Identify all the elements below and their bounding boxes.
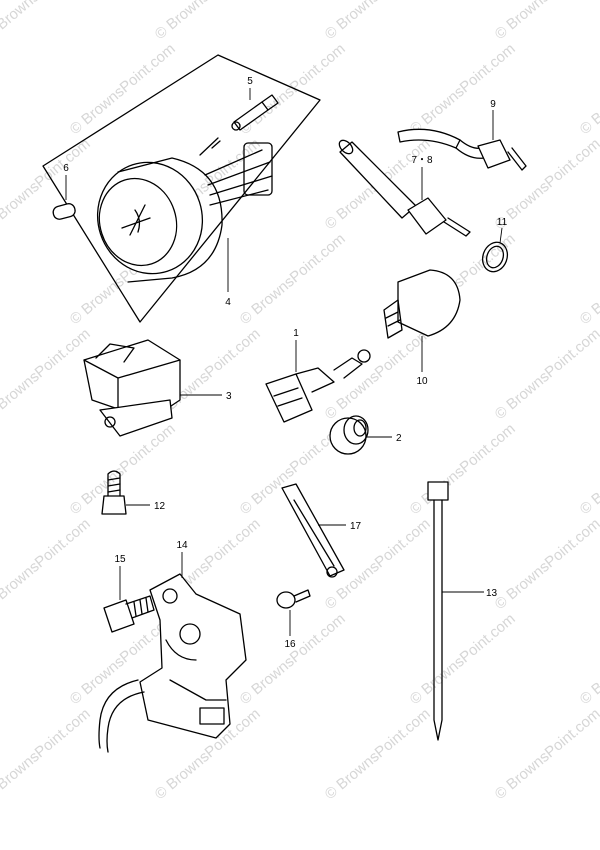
watermark-text: © BrownsPoint.com (492, 515, 600, 613)
callout-13: 13 (486, 588, 498, 599)
watermark-text: © BrownsPoint.com (407, 610, 519, 708)
watermark-text: © BrownsPoint.com (407, 420, 519, 518)
callout-2: 2 (396, 433, 402, 444)
gauge-part-4 (96, 137, 273, 283)
callout-1: 1 (293, 328, 299, 339)
callout-15: 15 (114, 554, 126, 565)
bolt-part-12 (101, 470, 127, 515)
watermark-text: © BrownsPoint.com (152, 0, 264, 43)
clamp-part-17 (281, 483, 345, 578)
callout-14: 14 (176, 540, 188, 551)
watermark-text: © BrownsPoint.com (492, 135, 600, 233)
knock-sensor-part-10 (383, 269, 461, 339)
gauge-assembly-box (42, 54, 321, 323)
watermark-text: © BrownsPoint.com (577, 610, 600, 708)
screw-part-16 (276, 589, 311, 609)
bulb-part-6 (52, 203, 76, 220)
watermark-text: © BrownsPoint.com (237, 230, 349, 328)
sender-part-7-8 (338, 139, 471, 237)
leader-lines (65, 88, 503, 636)
callout-78: 7・8 (411, 155, 433, 166)
cable-tie-part-13 (427, 481, 449, 741)
callout-17: 17 (350, 521, 362, 532)
sender-part-9 (397, 128, 527, 171)
watermark-text: © BrownsPoint.com (492, 0, 600, 43)
callout-12: 12 (154, 501, 166, 512)
grommet-part-2 (329, 415, 369, 455)
watermark-text: © BrownsPoint.com (492, 325, 600, 423)
watermark-text: © BrownsPoint.com (322, 0, 434, 43)
callout-labels: 5 6 4 9 7・8 11 10 1 3 2 12 17 13 15 14 1… (63, 76, 507, 650)
watermark-text: © BrownsPoint.com (0, 515, 94, 613)
callout-5: 5 (247, 76, 253, 87)
watermark-text: © BrownsPoint.com (492, 705, 600, 803)
watermark-text: © BrownsPoint.com (577, 230, 600, 328)
watermark-text: © BrownsPoint.com (0, 705, 94, 803)
bolt-part-15 (103, 595, 155, 633)
callout-10: 10 (416, 376, 428, 387)
map-sensor-part-3 (83, 339, 181, 437)
callout-3: 3 (226, 391, 232, 402)
callout-4: 4 (225, 297, 231, 308)
watermark-text: © BrownsPoint.com (0, 325, 94, 423)
throttle-sensor-part-14 (98, 573, 247, 753)
watermark-text: © BrownsPoint.com (67, 40, 179, 138)
watermark-text: © BrownsPoint.com (0, 135, 94, 233)
watermark-text: © BrownsPoint.com (322, 325, 434, 423)
bulb-part-5 (231, 94, 279, 131)
watermark-text: © BrownsPoint.com (237, 610, 349, 708)
callout-6: 6 (63, 163, 69, 174)
watermark-text: © BrownsPoint.com (322, 705, 434, 803)
watermark-text: © BrownsPoint.com (237, 40, 349, 138)
callout-11: 11 (497, 217, 508, 228)
sensor-part-1 (265, 349, 371, 423)
watermark-text: © BrownsPoint.com (407, 40, 519, 138)
watermark-text: © BrownsPoint.com (0, 0, 94, 43)
callout-9: 9 (490, 99, 496, 110)
watermark-text: © BrownsPoint.com (577, 40, 600, 138)
leader-11 (499, 227, 503, 244)
watermark-text: © BrownsPoint.com (577, 420, 600, 518)
callout-16: 16 (284, 639, 296, 650)
